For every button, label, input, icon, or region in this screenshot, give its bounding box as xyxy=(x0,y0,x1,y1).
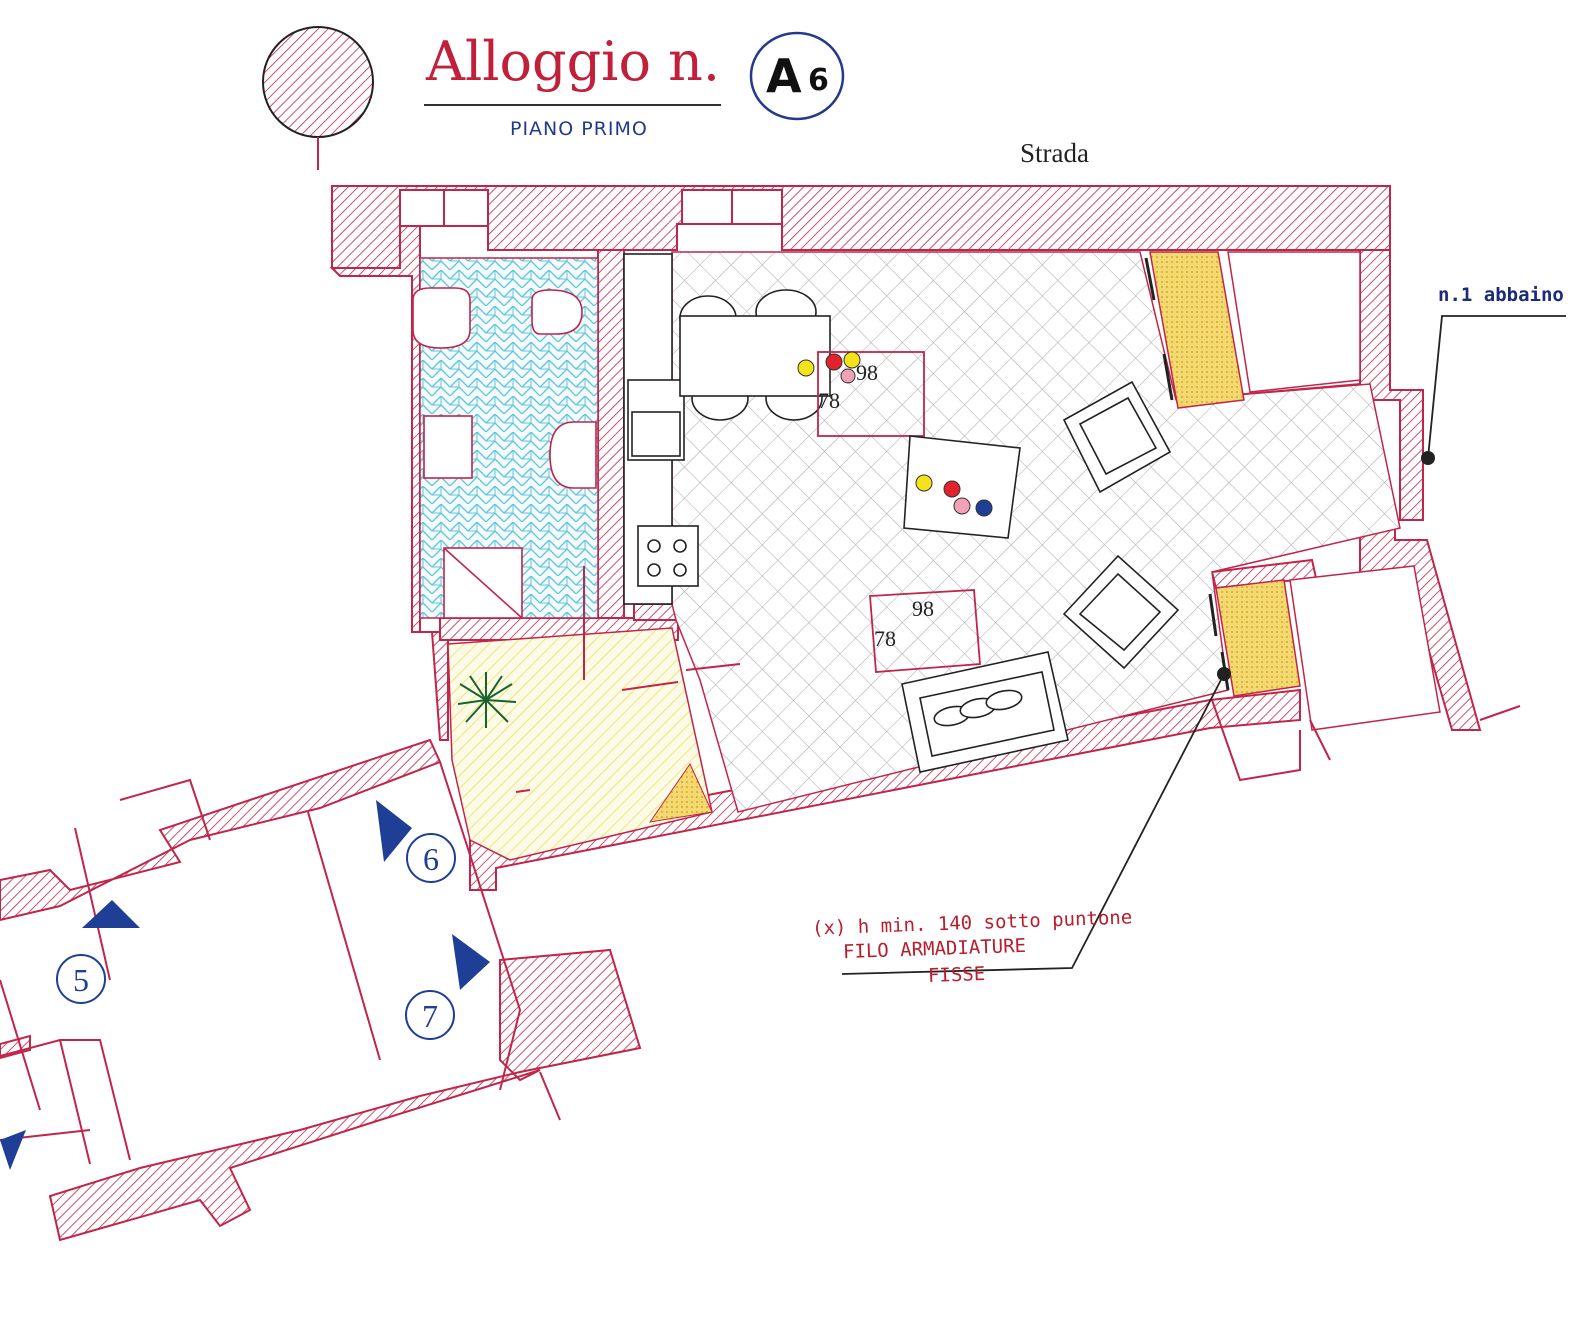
triangle-marker-6 xyxy=(376,800,412,862)
bidet-icon xyxy=(412,287,471,349)
toilet-icon xyxy=(531,289,583,335)
triangle-marker-5 xyxy=(82,900,140,928)
title-underline xyxy=(424,104,721,106)
kitchen-counter xyxy=(623,253,699,605)
marker-7: 7 xyxy=(422,998,438,1034)
marker-dots xyxy=(797,351,993,517)
dining-table xyxy=(679,289,831,421)
clearance-zones xyxy=(817,351,981,673)
unit-letter: A xyxy=(766,49,802,103)
door-lines xyxy=(515,566,741,793)
marker-circles xyxy=(56,833,456,1040)
plant-icon xyxy=(457,672,517,728)
wardrobe-bottom xyxy=(1215,579,1301,697)
unit-badge xyxy=(749,31,845,121)
kitchen-dim-h: 78 xyxy=(818,388,840,413)
wardrobe-top xyxy=(1149,251,1245,409)
wardrobe-note-line2: FISSE xyxy=(927,963,986,987)
unit-number: 6 xyxy=(808,63,829,98)
living-dim-h: 78 xyxy=(874,626,896,651)
north-symbol xyxy=(262,26,374,170)
alcove-bottom xyxy=(1289,565,1441,731)
floor-subtitle: PIANO PRIMO xyxy=(510,118,648,140)
dormer-leader-dot xyxy=(1421,451,1435,465)
bathroom-fixtures xyxy=(412,287,597,619)
windows xyxy=(399,189,783,227)
washer-icon xyxy=(423,415,473,479)
leader-lines xyxy=(841,315,1566,975)
sink-icon xyxy=(549,421,597,489)
marker-6: 6 xyxy=(423,841,439,877)
stove-icon xyxy=(637,525,699,587)
marker-5: 5 xyxy=(73,962,89,998)
view-markers xyxy=(0,800,490,1170)
armchairs xyxy=(1062,380,1180,670)
alcove-top xyxy=(1227,251,1361,393)
corridor-walls xyxy=(0,738,642,1242)
wardrobe-leader-dot xyxy=(1217,667,1231,681)
dormer-label: n.1 abbaino xyxy=(1438,284,1564,306)
triangle-marker-partial xyxy=(0,1130,26,1170)
kitchen-dim-w: 98 xyxy=(856,360,878,385)
sofa xyxy=(901,651,1069,773)
page-title: Alloggio n. xyxy=(426,30,721,93)
triangle-marker-7 xyxy=(452,934,490,990)
living-dim-w: 98 xyxy=(912,596,934,621)
street-label: Strada xyxy=(1020,138,1089,168)
